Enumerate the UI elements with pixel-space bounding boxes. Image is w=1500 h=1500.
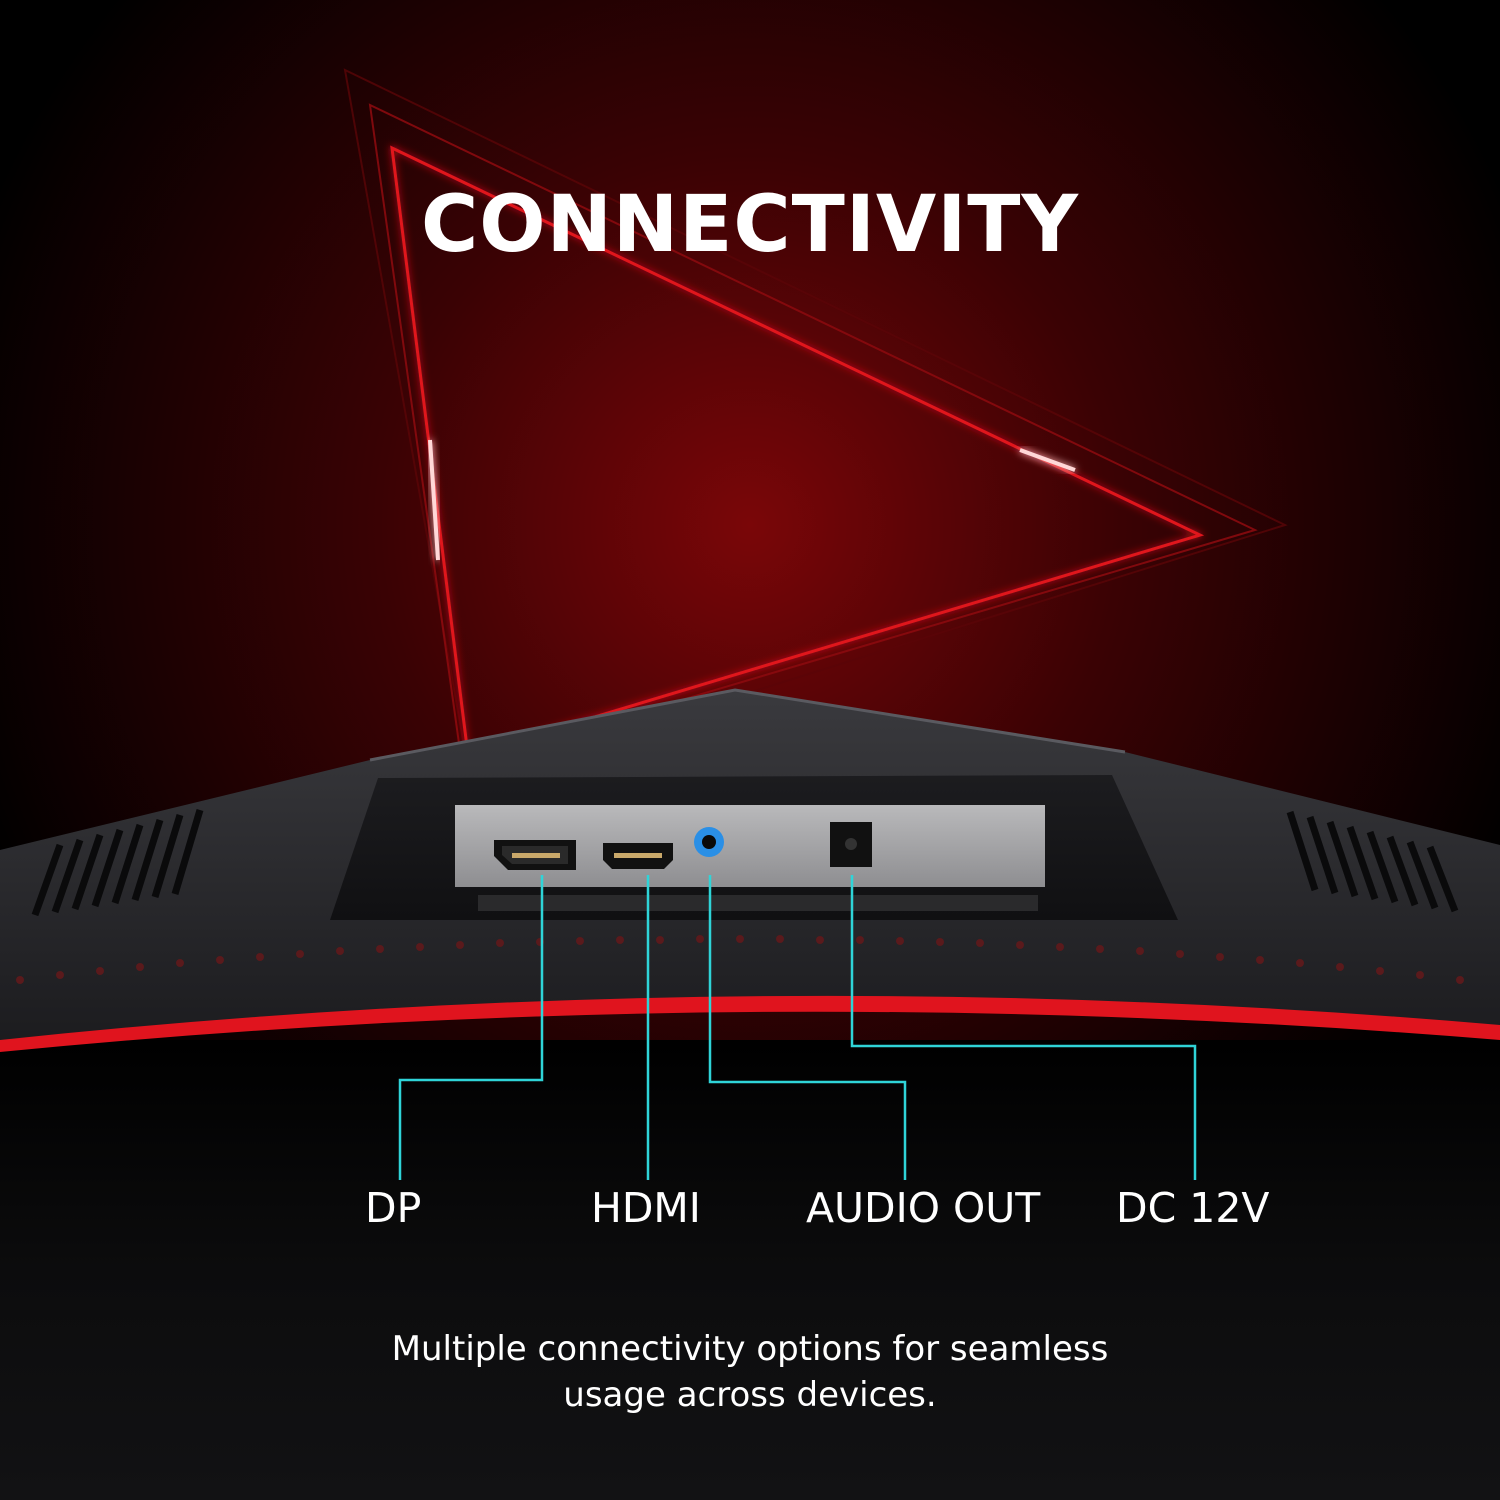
audio-jack-graphic xyxy=(694,827,724,857)
monitor-top-ridge xyxy=(369,688,1126,762)
hdmi-port-graphic xyxy=(603,843,673,869)
leader-line-dp xyxy=(398,875,544,1180)
leader-line-dc xyxy=(850,875,1197,1180)
right-vent-grille xyxy=(1286,810,1459,913)
tagline: Multiple connectivity options for seamle… xyxy=(0,1326,1500,1418)
left-vent-grille xyxy=(31,809,204,917)
spec-label xyxy=(478,895,1038,911)
port-label-audio-out: AUDIO OUT xyxy=(806,1184,1041,1232)
dc-jack-graphic xyxy=(830,822,872,867)
page-title: CONNECTIVITY xyxy=(421,180,1079,270)
neon-highlight-left xyxy=(428,439,440,561)
red-accent-strip xyxy=(0,995,1500,1052)
speaker-dots xyxy=(16,935,1464,984)
lower-background xyxy=(0,1040,1500,1500)
leader-lines xyxy=(398,875,1197,1180)
dp-port-graphic xyxy=(494,840,576,870)
tagline-line-2: usage across devices. xyxy=(563,1375,937,1415)
port-label-hdmi: HDMI xyxy=(591,1184,701,1232)
port-label-dp: DP xyxy=(365,1184,422,1232)
neon-triangle-outer xyxy=(343,68,1288,782)
leader-line-audio xyxy=(708,875,907,1180)
tagline-line-1: Multiple connectivity options for seamle… xyxy=(391,1329,1109,1369)
port-label-dc-12v: DC 12V xyxy=(1116,1184,1270,1232)
neon-highlight-right xyxy=(1019,448,1076,472)
neon-triangle-middle xyxy=(368,103,1258,767)
